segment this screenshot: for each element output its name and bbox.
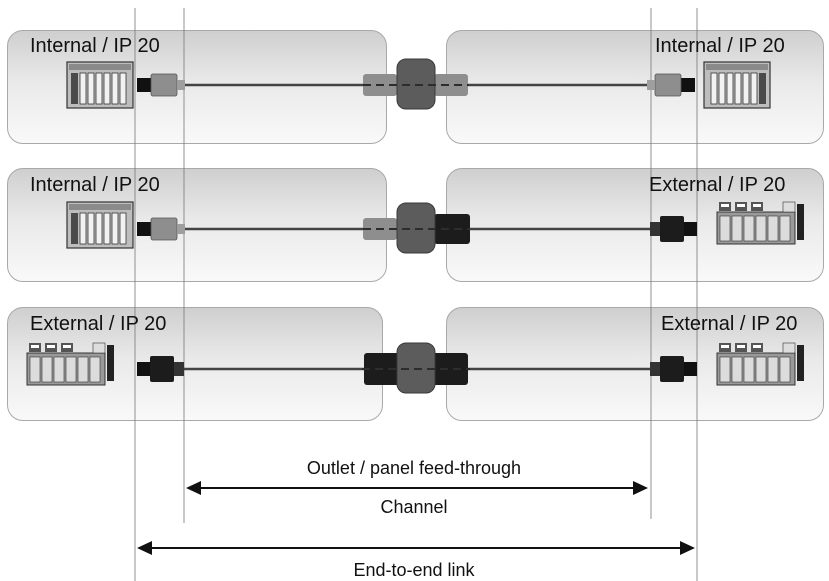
rack-device-icon [66,61,134,109]
ip67-connector-icon [650,216,697,242]
feedthrough-caption: Outlet / panel feed-through [306,458,522,478]
rack-device-icon [66,201,134,249]
row2-right-label: External / IP 20 [649,174,786,196]
row1-link [66,58,771,110]
ip67-connector-icon [650,356,697,382]
ip67-feed-through-icon [362,342,470,394]
ip20-connector-icon [136,73,186,97]
io-module-icon [716,342,805,386]
row1-left-label: Internal / IP 20 [30,35,160,57]
row3-left-label: External / IP 20 [30,313,167,335]
end-to-end-arrow [137,541,695,555]
ip67-connector-icon [137,356,184,382]
row1-right-label: Internal / IP 20 [655,35,785,57]
ip20-feed-through-icon [363,58,469,110]
mixed-feed-through-icon [363,202,470,254]
row2-link [66,201,805,254]
row2-left-label: Internal / IP 20 [30,174,160,196]
io-module-icon [716,201,805,245]
row3-right-label: External / IP 20 [661,313,798,335]
io-module-icon [26,342,115,386]
rack-device-icon [703,61,771,109]
channel-caption: Channel [380,497,448,517]
row3-link [26,342,805,394]
channel-arrow [186,481,648,495]
end-to-end-caption: End-to-end link [353,560,475,580]
ip20-connector-icon [646,73,696,97]
ip20-connector-icon [136,217,186,241]
